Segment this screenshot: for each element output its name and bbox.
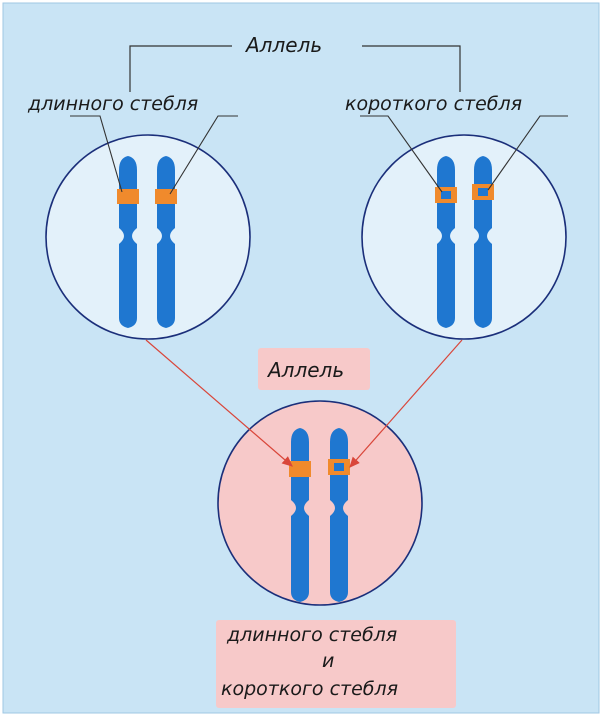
- gene-band: [117, 189, 139, 204]
- bottom-label-line2: и: [322, 650, 335, 672]
- short-stem-label: короткого стебля: [345, 93, 523, 115]
- chromosome: [291, 428, 309, 602]
- chromosome-pair-long: [117, 156, 177, 328]
- cell-hybrid: [217, 400, 423, 606]
- chromosome-pair-hybrid: [289, 428, 350, 602]
- chromosome: [437, 156, 455, 328]
- chromosome: [474, 156, 492, 328]
- cell-long-stem: [45, 134, 251, 340]
- inheritance-arrows: [145, 339, 463, 468]
- chromosome: [330, 428, 348, 602]
- bottom-label-box: [216, 620, 456, 708]
- bottom-label-line1: длинного стебля: [227, 624, 398, 646]
- chromosome-pair-short: [435, 156, 494, 328]
- long-stem-label: длинного стебля: [28, 93, 199, 115]
- leader-lines: [70, 115, 568, 195]
- middle-allele-box: [258, 348, 370, 390]
- bottom-label-line3: короткого стебля: [221, 678, 399, 700]
- gene-band: [289, 461, 311, 477]
- cell-short-stem: [361, 134, 567, 340]
- middle-allele-label: Аллель: [268, 358, 345, 382]
- chromosome: [157, 156, 175, 328]
- gene-band: [155, 189, 177, 204]
- top-allele-label: Аллель: [243, 35, 326, 55]
- chromosome: [119, 156, 137, 328]
- allele-bracket: [129, 45, 461, 92]
